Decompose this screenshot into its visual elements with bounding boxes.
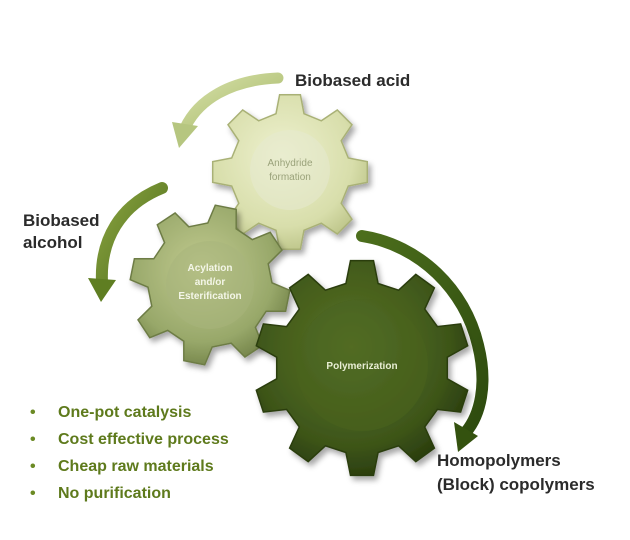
bullet-icon: • bbox=[30, 485, 36, 502]
advantage-text: Cost effective process bbox=[58, 431, 229, 448]
advantage-text: One-pot catalysis bbox=[58, 404, 192, 421]
label-products-line1: Homopolymers bbox=[437, 451, 561, 470]
gear-acylation-line2: and/or bbox=[195, 277, 226, 288]
label-products-line2: (Block) copolymers bbox=[437, 475, 595, 494]
advantage-text: No purification bbox=[58, 485, 171, 502]
bullet-icon: • bbox=[30, 404, 36, 421]
label-biobased-alcohol-line1: Biobased bbox=[23, 211, 100, 230]
list-item: • Cost effective process bbox=[30, 426, 229, 453]
arrow-polymerization-to-products bbox=[356, 230, 489, 452]
bullet-icon: • bbox=[30, 458, 36, 475]
label-biobased-acid: Biobased acid bbox=[295, 71, 411, 90]
bullet-icon: • bbox=[30, 431, 36, 448]
gear-acylation-line3: Esterification bbox=[178, 291, 241, 302]
arrow-alcohol-to-acylation bbox=[88, 182, 168, 302]
list-item: • Cheap raw materials bbox=[30, 453, 229, 480]
list-item: • One-pot catalysis bbox=[30, 399, 229, 426]
list-item: • No purification bbox=[30, 480, 229, 507]
gear-anhydride-line2: formation bbox=[269, 172, 311, 183]
advantage-text: Cheap raw materials bbox=[58, 458, 214, 475]
gear-anhydride-formation: Anhydride formation bbox=[211, 93, 369, 251]
gear-polymerization-label: Polymerization bbox=[326, 361, 397, 372]
gear-acylation-esterification: Acylation and/or Esterification bbox=[129, 204, 291, 366]
gear-acylation-line1: Acylation bbox=[187, 263, 232, 274]
gear-anhydride-line1: Anhydride bbox=[267, 158, 312, 169]
gear-polymerization: Polymerization bbox=[255, 259, 469, 477]
arrow-acid-to-anhydride bbox=[172, 72, 284, 148]
label-biobased-alcohol-line2: alcohol bbox=[23, 233, 83, 252]
advantages-list: • One-pot catalysis • Cost effective proce… bbox=[30, 399, 229, 507]
